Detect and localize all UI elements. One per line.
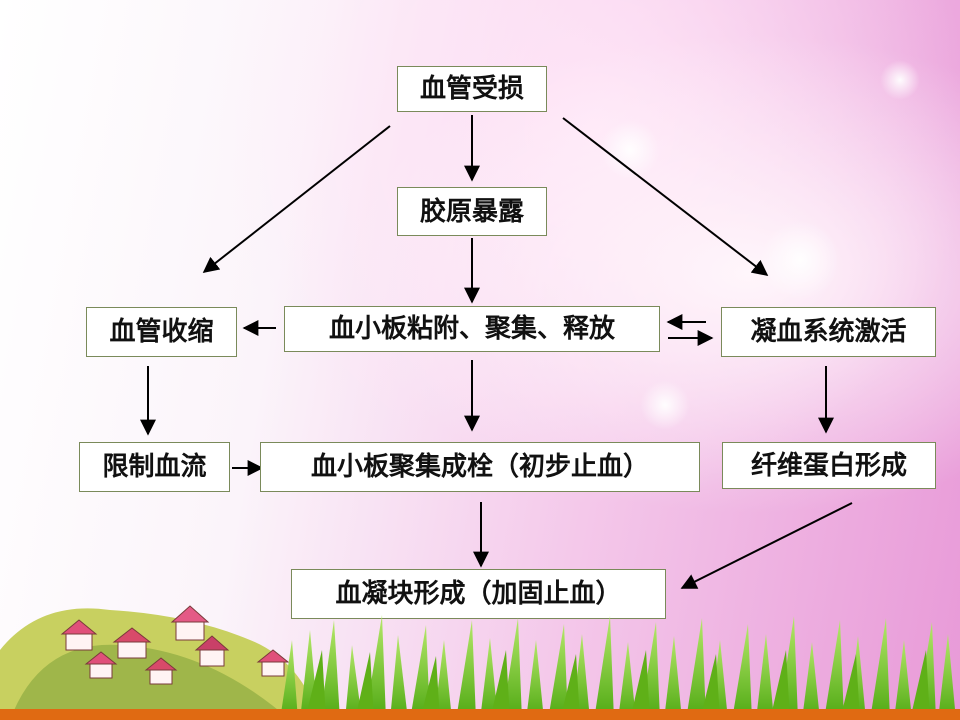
grass-scenery [0, 605, 960, 720]
node-limit-blood-flow: 限制血流 [79, 442, 230, 492]
sparkle-decoration [640, 380, 690, 430]
arrow-injury-to-vasoconstriction [202, 125, 391, 273]
node-coagulation-activation: 凝血系统激活 [721, 307, 936, 357]
node-platelet-plug: 血小板聚集成栓（初步止血） [260, 442, 700, 492]
node-vessel-injury: 血管受损 [397, 66, 547, 112]
node-collagen-exposure: 胶原暴露 [397, 187, 547, 236]
arrow-injury-to-coagulation [562, 117, 769, 276]
node-vasoconstriction: 血管收缩 [86, 307, 237, 357]
node-clot-formation: 血凝块形成（加固止血） [291, 569, 666, 619]
node-fibrin-formation: 纤维蛋白形成 [722, 442, 936, 489]
houses [60, 605, 290, 685]
sparkle-decoration [880, 60, 920, 100]
ground-strip [0, 709, 960, 720]
arrow-fibrin-to-clot [680, 502, 853, 589]
sparkle-decoration [760, 220, 840, 300]
node-platelet-adhesion: 血小板粘附、聚集、释放 [284, 306, 660, 352]
